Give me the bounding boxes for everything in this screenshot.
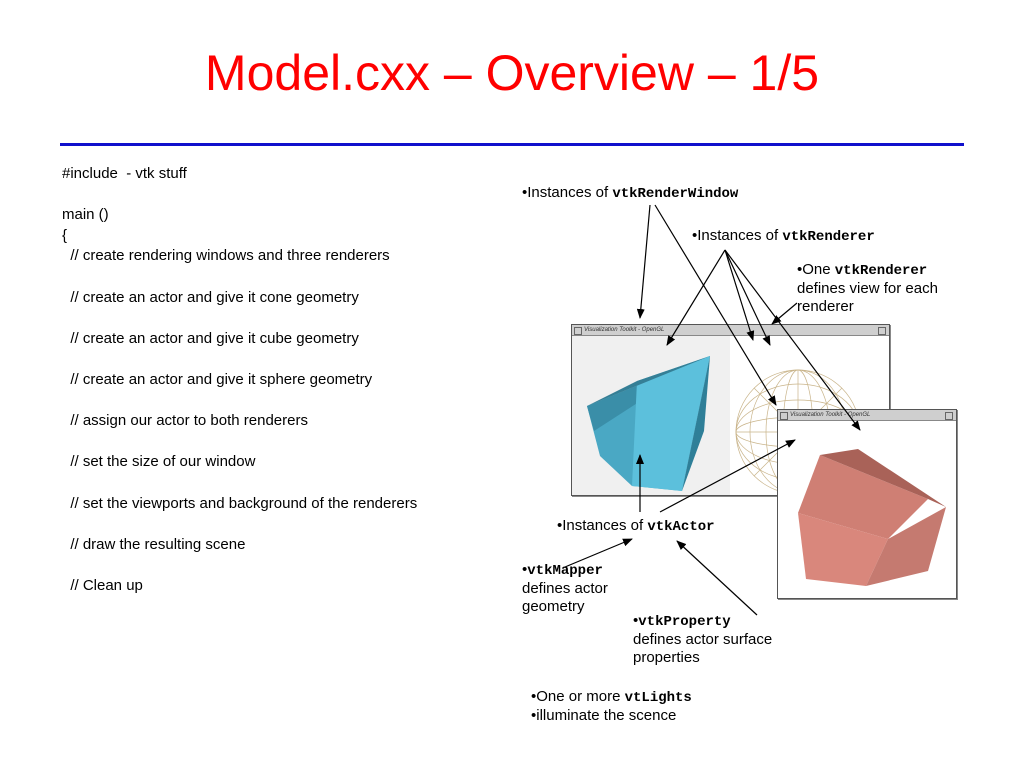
code-line: #include - vtk stuff <box>62 165 187 182</box>
cone-shape <box>587 356 710 491</box>
arrow-renderer-to-sphere-view <box>724 249 755 341</box>
label-renderer: •Instances of vtkRenderer <box>692 227 875 246</box>
label-actor: •Instances of vtkActor <box>557 517 715 536</box>
label-text: •Instances of <box>522 184 613 201</box>
arrow-mapper-to-actor <box>564 538 633 568</box>
label-code: vtkRenderWindow <box>612 186 739 202</box>
label-text: •illuminate the scence <box>531 707 677 724</box>
code-line: { <box>62 226 68 244</box>
arrow-property-to-actor <box>676 540 758 616</box>
label-mapper: •vtkMapper defines actor geometry <box>522 561 608 616</box>
label-code: vtkRenderer <box>834 263 928 279</box>
label-text: defines actor <box>522 580 608 597</box>
window-close-icon <box>878 327 886 335</box>
arrow-renderwindow-to-right <box>654 204 777 406</box>
scene-right <box>798 449 946 586</box>
code-line: // set the viewports and background of t… <box>62 494 418 512</box>
render-window-right: Visualization Toolkit - OpenGL <box>777 409 957 599</box>
label-text: •Instances of <box>692 227 783 244</box>
label-text: geometry <box>522 598 585 615</box>
code-line: // create an actor and give it sphere ge… <box>62 370 373 388</box>
label-code: vtkProperty <box>638 614 731 630</box>
code-line: // create an actor and give it cube geom… <box>62 329 359 347</box>
title-divider <box>60 143 964 146</box>
label-text: properties <box>633 649 700 666</box>
window-close-icon <box>945 412 953 420</box>
code-line: // Clean up <box>62 576 143 594</box>
label-text: •One or more <box>531 688 625 705</box>
label-text: defines actor surface <box>633 631 773 648</box>
arrow-one-renderer-to-window <box>771 302 798 325</box>
label-code: vtkMapper <box>527 563 603 579</box>
window-titlebar: Visualization Toolkit - OpenGL <box>778 410 956 421</box>
arrow-renderer-to-cone-view <box>666 249 726 346</box>
cube-shape <box>798 449 946 586</box>
label-code: vtkActor <box>647 519 715 535</box>
label-code: vtLights <box>624 690 692 706</box>
arrow-renderer-to-cube-view <box>724 249 861 431</box>
arrow-renderer-to-left-right <box>724 249 771 346</box>
slide-title: Model.cxx – Overview – 1/5 <box>204 45 820 101</box>
label-text: •Instances of <box>557 517 648 534</box>
label-text: renderer <box>797 298 854 315</box>
label-property: •vtkProperty defines actor surface prope… <box>633 612 772 667</box>
label-lights: •One or more vtLights •illuminate the sc… <box>531 688 692 725</box>
window-menu-icon <box>574 327 582 335</box>
window-title: Visualization Toolkit - OpenGL <box>790 412 871 418</box>
code-line: // create an actor and give it cone geom… <box>62 288 359 306</box>
code-line: // draw the resulting scene <box>62 535 246 553</box>
label-render-window: •Instances of vtkRenderWindow <box>522 184 738 203</box>
label-text: • <box>633 612 639 629</box>
label-text: • <box>522 561 528 578</box>
code-line: // create rendering windows and three re… <box>62 247 390 265</box>
arrow-renderwindow-to-left <box>636 204 651 319</box>
code-line: // assign our actor to both renderers <box>62 412 308 430</box>
code-outline: #include - vtk stuff main () { // create… <box>62 164 417 596</box>
label-text: defines view for each <box>797 280 938 297</box>
label-one-renderer: •One vtkRenderer defines view for each r… <box>797 261 938 316</box>
label-code: vtkRenderer <box>782 229 875 245</box>
window-title: Visualization Toolkit - OpenGL <box>584 327 665 333</box>
window-menu-icon <box>780 412 788 420</box>
code-line: // set the size of our window <box>62 453 256 471</box>
arrow-actor-to-cube <box>659 439 796 513</box>
code-line: main () <box>62 206 109 224</box>
label-text: •One <box>797 261 835 278</box>
